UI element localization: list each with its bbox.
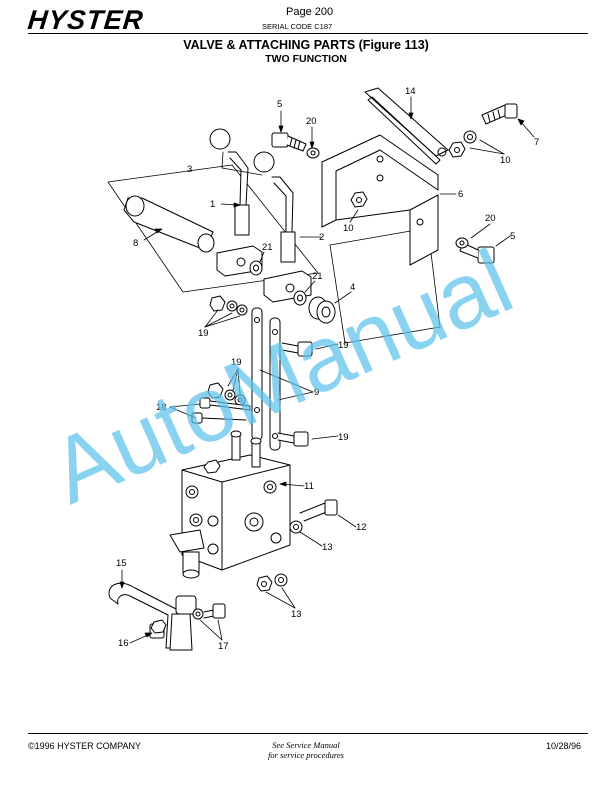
capscrew-7 <box>481 103 518 125</box>
screw-19-lower-right <box>277 431 309 447</box>
bushing-21-upper <box>249 260 263 276</box>
elbow-fitting <box>169 529 205 579</box>
callout-4: 4 <box>350 282 355 293</box>
callout-6: 6 <box>458 189 463 200</box>
control-lever-2 <box>253 151 312 303</box>
page-title: VALVE & ATTACHING PARTS (Figure 113) <box>183 38 429 52</box>
bushing-21-lower <box>293 290 307 306</box>
header-divider <box>28 33 588 34</box>
callout-20-upper: 20 <box>306 116 317 127</box>
screw-17 <box>192 603 226 620</box>
washer-20-upper <box>306 147 320 159</box>
callout-19-mid: 19 <box>231 357 242 368</box>
callout-10-left: 10 <box>343 223 354 234</box>
bolt-18 <box>191 397 251 424</box>
tube-8 <box>123 195 215 253</box>
bushing-4 <box>308 296 336 324</box>
service-note: See Service Manual for service procedure… <box>0 740 612 760</box>
link-9-right <box>269 317 281 451</box>
callout-21-upper: 21 <box>262 242 273 253</box>
callout-13-right: 13 <box>322 542 333 553</box>
callout-12: 12 <box>356 522 367 533</box>
callout-5-lower: 5 <box>510 231 515 242</box>
footer-divider <box>28 733 588 734</box>
nuts-19-lower-left <box>207 382 246 406</box>
nuts-19-upper-left <box>209 295 248 316</box>
callout-labels: 5 20 14 7 10 3 1 6 10 20 5 2 8 21 21 4 1… <box>116 86 539 652</box>
copyright: ©1996 HYSTER COMPANY <box>28 741 141 751</box>
control-lever-1 <box>209 128 263 277</box>
callout-3: 3 <box>187 164 192 175</box>
callout-16: 16 <box>118 638 129 649</box>
callout-7: 7 <box>534 137 539 148</box>
callout-21-lower: 21 <box>312 271 323 282</box>
callout-19-upper-left: 19 <box>198 328 209 339</box>
plane-right <box>329 227 441 344</box>
callout-14: 14 <box>405 86 416 97</box>
nut-10-right <box>448 141 466 158</box>
callout-17: 17 <box>218 641 229 652</box>
callout-18: 18 <box>156 402 167 413</box>
page-subtitle: TWO FUNCTION <box>265 53 347 65</box>
reference-planes <box>107 164 441 344</box>
bracket-14 <box>364 87 449 165</box>
callout-10-right: 10 <box>500 155 511 166</box>
callout-20-lower: 20 <box>485 213 496 224</box>
capscrew-12 <box>299 499 338 522</box>
callout-9: 9 <box>314 387 319 398</box>
mounting-bracket-6 <box>321 134 439 266</box>
revision-date: 10/28/96 <box>546 741 582 751</box>
service-note-line2: for service procedures <box>268 750 344 760</box>
screw-19-upper-right <box>281 341 313 357</box>
callout-15: 15 <box>116 558 127 569</box>
nuts-13-lower <box>256 573 288 592</box>
washer-20-lower <box>455 237 469 249</box>
callout-1: 1 <box>210 199 215 210</box>
leader-lines <box>119 96 535 644</box>
page-number: Page 200 <box>286 6 334 18</box>
washer-10-right <box>463 130 477 144</box>
callout-19-upper-right: 19 <box>338 340 349 351</box>
callout-13-lower: 13 <box>291 609 302 620</box>
nut-10-left <box>350 191 368 208</box>
washer-13-right <box>289 520 303 534</box>
callout-8: 8 <box>133 238 138 249</box>
serial-code: SERIAL CODE C187 <box>262 22 333 31</box>
callout-2: 2 <box>319 232 324 243</box>
plane-upper-left <box>107 164 319 293</box>
control-valve-11 <box>181 430 291 571</box>
hose-15 <box>108 582 197 651</box>
service-note-line1: See Service Manual <box>272 740 340 750</box>
callout-19-lower: 19 <box>338 432 349 443</box>
capscrew-5-upper <box>271 132 307 152</box>
callout-5-upper: 5 <box>277 99 282 110</box>
callout-11: 11 <box>304 481 314 492</box>
clamp-16 <box>149 619 167 639</box>
